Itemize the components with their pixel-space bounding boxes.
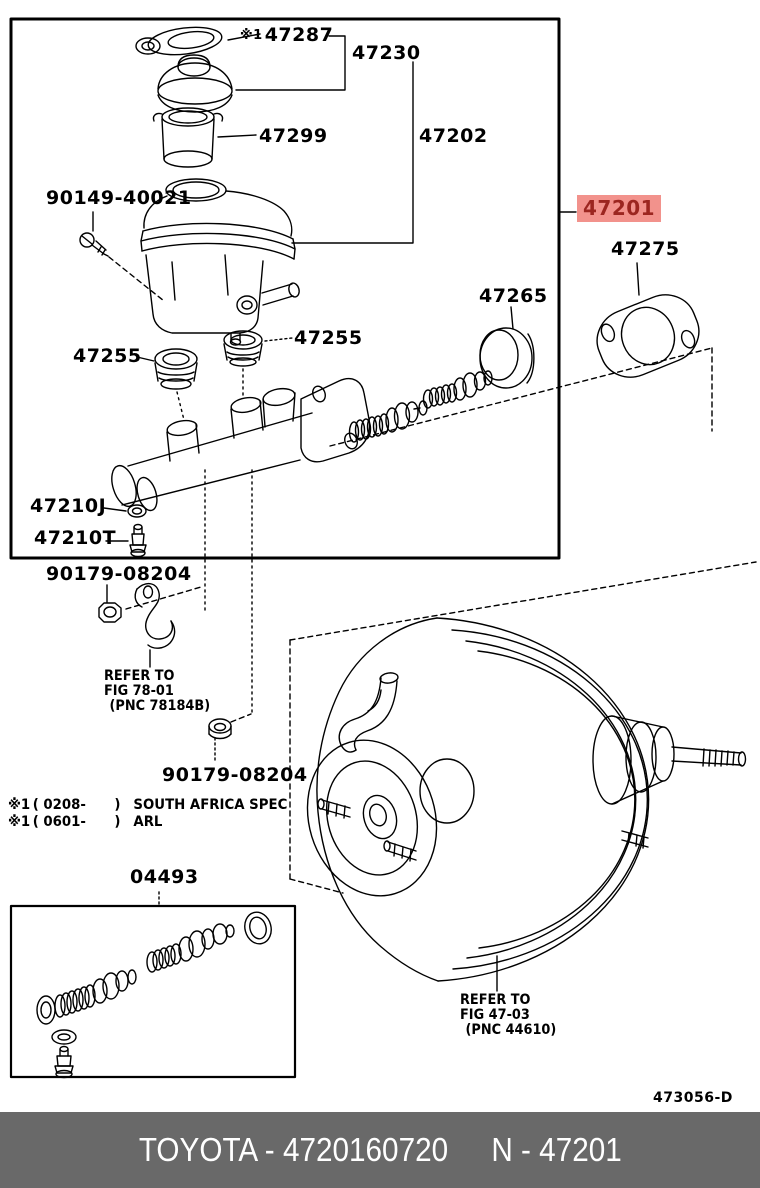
ref-line: FIG 78-01 [104,683,174,699]
ref-line: REFER TO [460,992,531,1008]
callout-47255-left[interactable]: 47255 [73,347,142,366]
part-number: 47210T [34,527,117,549]
part-number: 90179-08204 [162,764,308,786]
repair-kit-box [9,904,297,1079]
main-assembly-box [9,17,561,560]
spec-text: SOUTH AFRICA SPEC [133,797,288,813]
part-number: 47201 [583,196,656,220]
callout-04493[interactable]: 04493 [130,868,199,887]
callout-47202[interactable]: 47202 [419,127,488,146]
cap-gasket-drawing [135,26,223,56]
spec-note-row: ※1( 0208-) SOUTH AFRICA SPEC [8,797,287,813]
callout-90179-08204-bottom[interactable]: 90179-08204 [162,766,308,785]
reservoir-cap-drawing [157,54,233,113]
part-number: 47275 [611,238,680,260]
frame-boxes [9,17,561,1079]
part-number: 47202 [419,125,488,147]
date-range-close: ) [114,797,121,813]
spec-mark: ※1 [240,28,263,43]
part-number: 90179-08204 [46,563,192,585]
ref-line: (PNC 78184B) [109,698,211,714]
reservoir-drawing [140,178,300,346]
nut-bracket-drawing [98,582,176,649]
ref-line: FIG 47-03 [460,1007,530,1023]
screw-90149-drawing [79,232,109,257]
callout-47299[interactable]: 47299 [259,127,328,146]
callout-47230[interactable]: 47230 [352,44,421,63]
callout-47201-highlighted[interactable]: 47201 [577,195,662,222]
part-number: 47255 [294,327,363,349]
callout-90179-08204-top[interactable]: 90179-08204 [46,565,192,584]
seal-47265-drawing [479,327,535,389]
part-number: 47255 [73,345,142,367]
date-range-close: ) [114,814,121,830]
callout-90149-40021[interactable]: 90149-40021 [46,189,192,208]
master-cylinder-drawing [111,377,371,512]
callout-47255-right[interactable]: 47255 [294,329,363,348]
callout-47210J[interactable]: 47210J [30,497,106,516]
date-range-open: ( 0601- [32,814,86,830]
construction-lines [108,256,757,894]
callout-47210T[interactable]: 47210T [34,529,116,548]
ref-line: (PNC 44610) [465,1022,557,1038]
grommet-left-drawing [154,348,198,390]
nut-bottom-drawing [208,718,232,740]
date-range-open: ( 0208- [32,797,86,813]
part-number: 47299 [259,125,328,147]
drawing-number: 473056-D [653,1090,733,1106]
leader-lines [92,33,640,992]
part-number: 47210J [30,495,107,517]
part-number: 47287 [264,24,334,46]
callout-47275[interactable]: 47275 [611,240,680,259]
washer-bleeder-drawing [127,504,147,558]
part-number: 90149-40021 [46,187,192,209]
brake-booster-drawing [306,617,747,982]
spec-mark: ※1 [8,797,31,813]
part-number: 47230 [352,42,421,64]
reservoir-filter-drawing [152,107,224,168]
parts-diagram-artwork [9,17,757,1079]
refer-note-fig47: REFER TO FIG 47-03 (PNC 44610) [460,993,556,1038]
footer-part-code: TOYOTA - 4720160720 [138,1131,448,1168]
spec-note-row: ※1( 0601-) ARL [8,814,162,830]
repair-kit-drawing [36,911,272,1079]
part-number: 04493 [130,866,199,888]
piston-assemblies-drawing [348,370,493,443]
spec-mark: ※1 [8,814,31,830]
gasket-47275-drawing [596,294,700,378]
footer-text: TOYOTA - 4720160720 N - 47201 [139,1131,622,1169]
footer-bar: TOYOTA - 4720160720 N - 47201 [0,1112,760,1188]
ref-line: REFER TO [104,668,175,684]
spec-text: ARL [133,814,163,830]
grommet-right-drawing [223,330,263,367]
refer-note-fig78: REFER TO FIG 78-01 (PNC 78184B) [104,669,210,714]
part-number: 47265 [479,285,548,307]
footer-figure-code: N - 47201 [491,1131,622,1168]
callout-47265[interactable]: 47265 [479,287,548,306]
